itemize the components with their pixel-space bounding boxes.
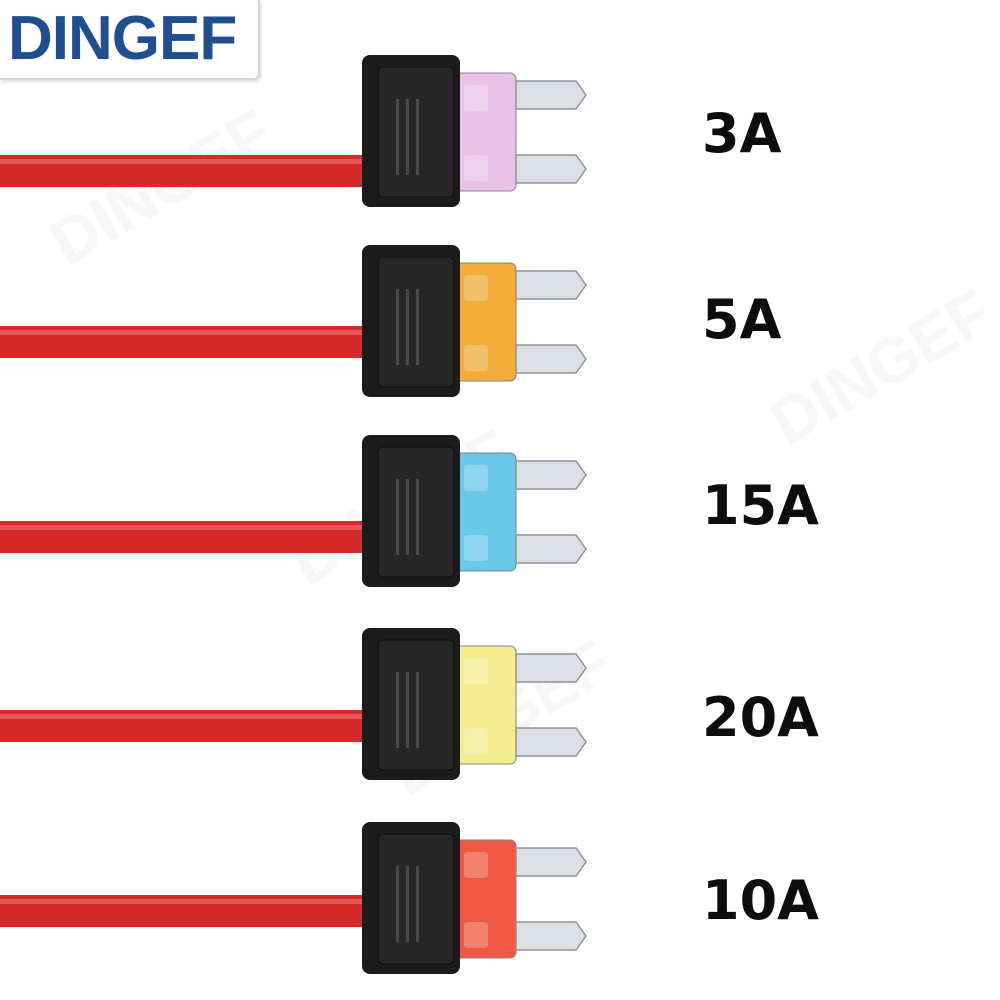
holder-groove (416, 289, 419, 365)
holder-groove (416, 866, 419, 942)
holder-groove (416, 672, 419, 748)
holder-groove (396, 479, 399, 555)
holder-groove (396, 99, 399, 175)
holder-groove (406, 479, 409, 555)
fuse-rating-label: 10A (702, 869, 819, 932)
fuse-blade (515, 154, 587, 184)
fuse-blade (515, 460, 587, 490)
fuse-blade (515, 80, 587, 110)
holder-groove (406, 99, 409, 175)
fuse-window (464, 658, 488, 684)
fuse-blade (515, 534, 587, 564)
fuse-rating-label: 15A (702, 474, 819, 537)
holder-groove (396, 289, 399, 365)
fuse-rating-label: 5A (702, 288, 782, 351)
fuse-blade (515, 270, 587, 300)
holder-groove (396, 866, 399, 942)
holder-groove (416, 99, 419, 175)
fuse-window (464, 465, 488, 491)
holder-groove (396, 672, 399, 748)
brand-logo-text: DINGEF (8, 4, 237, 73)
wire-highlight (0, 330, 372, 335)
wire-highlight (0, 899, 372, 904)
fuse-window (464, 85, 488, 111)
fuse-window (464, 922, 488, 948)
wire-highlight (0, 525, 372, 530)
holder-groove (416, 479, 419, 555)
fuse-blade (515, 653, 587, 683)
fuse-window (464, 275, 488, 301)
fuse-blade (515, 344, 587, 374)
holder-groove (406, 672, 409, 748)
fuse-rating-label: 3A (702, 102, 782, 165)
fuse-rating-label: 20A (702, 686, 819, 749)
fuse-window (464, 345, 488, 371)
holder-groove (406, 289, 409, 365)
fuse-blade (515, 727, 587, 757)
wire-highlight (0, 714, 372, 719)
fuse-window (464, 535, 488, 561)
wire-highlight (0, 159, 372, 164)
fuse-window (464, 155, 488, 181)
brand-logo-box: DINGEF (0, 0, 260, 80)
fuse-window (464, 728, 488, 754)
fuse-window (464, 852, 488, 878)
holder-groove (406, 866, 409, 942)
fuse-blade (515, 847, 587, 877)
fuse-blade (515, 921, 587, 951)
